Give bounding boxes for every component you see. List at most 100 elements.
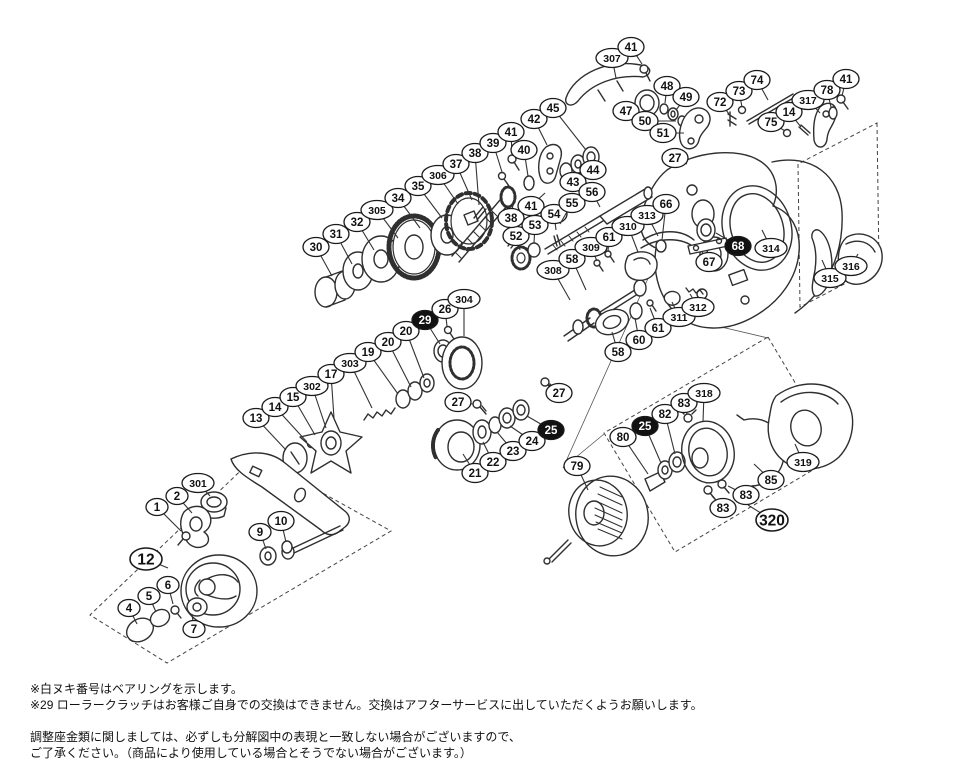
callout-bubble: [617, 36, 645, 58]
callout-bubble: [695, 251, 723, 273]
part-callout-25: 25: [526, 415, 565, 441]
callout-number: 29: [419, 315, 432, 327]
part-callout-34: 34: [384, 187, 421, 229]
callout-bubble: [165, 486, 189, 506]
callout-number: 22: [487, 457, 500, 469]
screw: [836, 94, 846, 104]
callout-bubble: [786, 451, 820, 473]
callout-number: 41: [525, 201, 538, 213]
callout-number: 15: [287, 392, 300, 404]
part-callout-27: 27: [545, 382, 573, 404]
callout-number: 24: [526, 436, 539, 448]
callout-number: 47: [620, 106, 633, 118]
coil-spring: [363, 407, 396, 421]
callout-number: 311: [671, 312, 688, 324]
part-callout-61: 61: [644, 307, 672, 339]
callout-bubble: [442, 153, 470, 175]
part-callout-313: 313: [630, 204, 664, 237]
part-callout-13: 13: [242, 407, 287, 451]
callout-number: 58: [612, 347, 625, 359]
part-callout-19: 19: [354, 341, 399, 395]
callout-number: 37: [450, 159, 463, 171]
callout-number: 83: [740, 490, 753, 502]
part-callout-47: 47: [612, 100, 640, 122]
part-callout-6: 6: [156, 575, 180, 605]
callout-number: 23: [507, 446, 520, 458]
pinion-gear: [510, 245, 532, 271]
part-callout-72: 72: [706, 91, 734, 115]
callout-number: 48: [661, 81, 674, 93]
note-washers-2: ご了承ください。（商品により使用している場合とそうでない場合がございます。）: [30, 746, 472, 760]
callout-number: 20: [400, 326, 413, 338]
callout-number: 14: [269, 402, 282, 414]
brake-ring: [681, 420, 735, 484]
callout-bubble: [156, 575, 180, 595]
callout-bubble: [497, 207, 525, 229]
part-callout-78: 78: [813, 79, 841, 108]
callout-bubble: [775, 101, 803, 123]
part-callout-27: 27: [444, 391, 474, 413]
part-callout-20: 20: [374, 331, 412, 388]
callout-number: 42: [528, 114, 541, 126]
part-callout-30: 30: [302, 236, 333, 277]
callout-number: 10: [275, 516, 288, 528]
callout-number: 52: [510, 231, 523, 243]
part-callout-35: 35: [404, 175, 443, 219]
part-callout-48: 48: [653, 75, 681, 104]
part-callout-68: 68: [715, 232, 752, 257]
callout-bubble: [630, 204, 664, 226]
star-drag: [299, 411, 363, 474]
callout-number: 73: [733, 86, 746, 98]
part-callout-1: 1: [145, 497, 182, 532]
callout-bubble: [479, 132, 507, 154]
callout-number: 317: [799, 95, 817, 107]
callout-number: 35: [412, 181, 425, 193]
callout-number: 13: [250, 413, 263, 425]
callout-number: 54: [548, 209, 561, 221]
part-callout-14: 14: [775, 101, 803, 128]
part-callout-21: 21: [461, 453, 489, 484]
callout-number: 41: [625, 42, 638, 54]
part-callout-51: 51: [649, 122, 684, 144]
callout-number: 6: [165, 580, 171, 592]
callout-bubble: [322, 223, 350, 245]
part-callout-20: 20: [392, 320, 425, 379]
part-callout-316: 316: [834, 253, 868, 277]
part-callout-56: 56: [578, 181, 606, 208]
callout-number: 307: [603, 53, 621, 65]
part-callout-54: 54: [540, 203, 568, 231]
exploded-parts-drawing: [125, 62, 883, 643]
part-callout-304: 304: [447, 288, 481, 336]
callout-number: 19: [362, 347, 375, 359]
pin: [553, 234, 561, 247]
callout-number: 14: [783, 107, 796, 119]
part-callout-17: 17: [317, 363, 345, 419]
note-washers-1: 調整座金類に関しましては、必ずしも分解図中の表現と一致しない場合がございますので…: [30, 730, 521, 744]
callout-number: 319: [794, 457, 812, 469]
callout-bubble: [404, 175, 432, 197]
callout-bubble: [653, 75, 681, 97]
callout-bubble: [354, 341, 382, 363]
callout-number: 34: [392, 193, 405, 205]
part-callout-2: 2: [165, 486, 193, 514]
callout-number: 26: [439, 304, 452, 316]
callout-bubble: [612, 100, 640, 122]
callout-bubble: [248, 522, 272, 542]
callout-number: 45: [547, 103, 560, 115]
callout-bubble: [517, 195, 545, 217]
callout-number: 72: [714, 97, 727, 109]
clutch-cam: [594, 308, 630, 336]
callout-bubble: [182, 619, 206, 639]
callout-bubble: [559, 171, 587, 193]
callout-bubble: [295, 375, 329, 397]
callout-number: 304: [455, 294, 473, 306]
part-callout-82: 82: [651, 403, 679, 455]
callout-number: 25: [545, 425, 558, 437]
part-callout-74: 74: [743, 69, 771, 101]
callout-bubble: [595, 47, 629, 69]
callout-number: 83: [678, 398, 691, 410]
callout-bubble: [661, 147, 689, 169]
clamp-bar: [565, 62, 651, 106]
part-callout-305: 305: [360, 199, 399, 239]
